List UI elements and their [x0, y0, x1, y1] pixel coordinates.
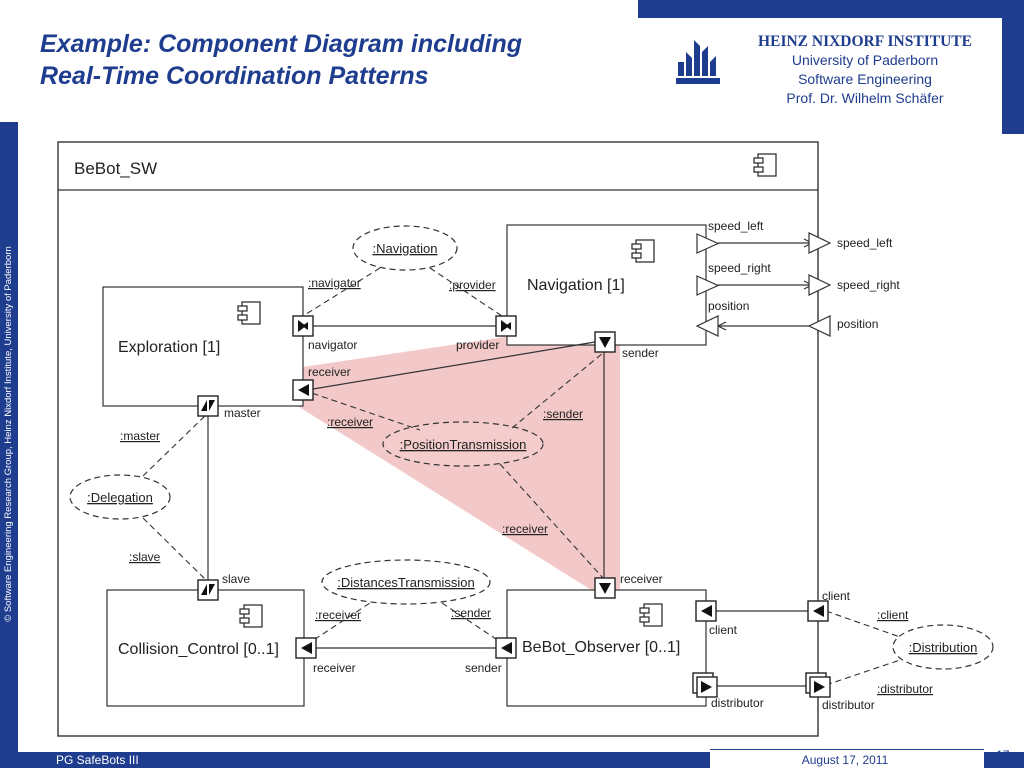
page-number: 17 [995, 748, 1009, 762]
port-receiver-col-label: receiver [313, 661, 356, 675]
role-provider-label: :provider [449, 278, 496, 292]
client-obs-port [695, 600, 717, 622]
position-pattern [382, 421, 544, 467]
master-port [197, 395, 219, 417]
exploration-label: Exploration [1] [118, 339, 220, 356]
position-in-port [695, 315, 719, 337]
port-position-out-label: position [837, 317, 878, 331]
speed-left-in-port [696, 233, 720, 254]
navigation-pattern-label: :Navigation [372, 241, 437, 256]
left-side-bar [0, 122, 18, 752]
container-label: BeBot_SW [74, 159, 157, 178]
role-receiver-1-label: :receiver [327, 415, 373, 429]
speed-right-in-port [696, 275, 720, 296]
role-navigator-label: :navigator [308, 276, 361, 290]
top-accent-bar [638, 0, 1024, 18]
port-client-obs-label: client [709, 623, 738, 637]
provider-port [495, 315, 517, 337]
navigation-label: Navigation [1] [527, 277, 625, 294]
role-distributor-label: :distributor [877, 682, 933, 696]
university-name: University of Paderborn [791, 52, 939, 68]
delegation-pattern-label: :Delegation [87, 490, 153, 505]
professor-name: Prof. Dr. Wilhelm Schäfer [786, 90, 944, 106]
port-position-in-label: position [708, 299, 749, 313]
container-box [57, 141, 819, 737]
receiver-col-port [295, 637, 317, 659]
port-receiver-obs-label: receiver [620, 572, 663, 586]
port-master-label: master [224, 406, 261, 420]
distributor-obs-port [692, 672, 718, 698]
port-slave-label: slave [222, 572, 250, 586]
port-navigator-label: navigator [308, 338, 357, 352]
sender-obs-port [495, 637, 517, 659]
navigation-pattern [352, 225, 458, 271]
department-name: Software Engineering [798, 71, 932, 87]
distances-pattern-label: :DistancesTransmission [337, 575, 475, 590]
role-sender-2-label: :sender [451, 606, 491, 620]
port-speed-right-out-label: speed_right [837, 278, 900, 292]
institute-name: HEINZ NIXDORF INSTITUTE [758, 33, 972, 50]
institute-logo-icon [676, 40, 720, 84]
receiver-exp-port [292, 379, 314, 401]
port-client-out-label: client [822, 589, 851, 603]
client-out-port [807, 600, 829, 622]
container-component-icon [753, 153, 777, 177]
footer-date-box [710, 752, 984, 768]
role-client-label: :client [877, 608, 909, 622]
footer-date: August 17, 2011 [801, 753, 889, 767]
port-speed-right-in-label: speed_right [708, 261, 771, 275]
right-accent-bar [1002, 0, 1024, 134]
port-sender-nav-label: sender [622, 346, 659, 360]
port-distributor-out-label: distributor [822, 698, 875, 712]
slave-port [197, 579, 219, 601]
position-out-port [807, 315, 831, 337]
title-line-2: Real-Time Coordination Patterns [40, 62, 429, 90]
speed-right-out-port [808, 274, 832, 296]
port-receiver-exp-label: receiver [308, 365, 351, 379]
delegation-pattern [69, 474, 171, 520]
sender-nav-port [594, 331, 616, 353]
port-distributor-obs-label: distributor [711, 696, 764, 710]
navigator-port [292, 315, 314, 337]
slide-title: Example: Component Diagram including Rea… [40, 28, 640, 92]
port-speed-left-in-label: speed_left [708, 219, 764, 233]
port-speed-left-out-label: speed_left [837, 236, 893, 250]
title-line-1: Example: Component Diagram including [40, 30, 522, 58]
institute-block: HEINZ NIXDORF INSTITUTE University of Pa… [720, 32, 1010, 108]
distributor-out-port [805, 672, 831, 698]
role-sender-1-label: :sender [543, 407, 583, 421]
footer-divider [710, 749, 984, 750]
port-provider-label: provider [456, 338, 499, 352]
role-slave-label: :slave [129, 550, 161, 564]
role-master-label: :master [120, 429, 160, 443]
distribution-pattern-label: :Distribution [909, 640, 978, 655]
collision-component [106, 589, 305, 707]
speed-left-out-port [808, 232, 832, 254]
collision-label: Collision_Control [0..1] [118, 641, 279, 658]
role-receiver-3-label: :receiver [315, 608, 361, 622]
distribution-pattern [892, 624, 994, 670]
footer-project: PG SafeBots III [56, 753, 139, 767]
role-lines [142, 267, 901, 686]
connectors [207, 238, 814, 687]
navigation-component [506, 224, 707, 346]
role-receiver-2-label: :receiver [502, 522, 548, 536]
observer-label: BeBot_Observer [0..1] [522, 639, 680, 656]
distances-pattern [321, 559, 491, 605]
receiver-obs-port [594, 577, 616, 599]
port-sender-obs-label: sender [465, 661, 502, 675]
position-pattern-label: :PositionTransmission [400, 437, 527, 452]
exploration-component [102, 286, 304, 407]
